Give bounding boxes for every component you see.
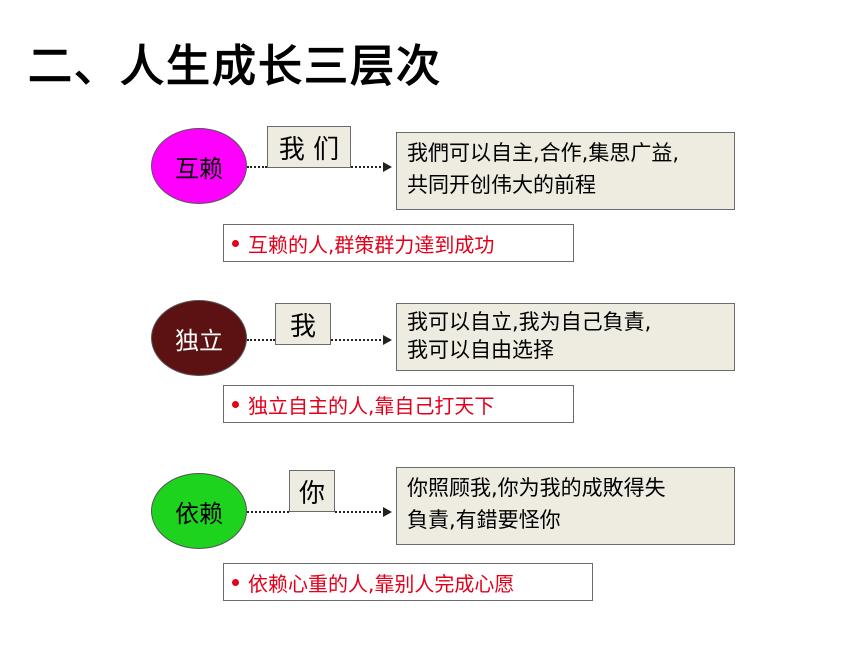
dotted-arrow-line [351, 166, 385, 168]
bullet-text: 独立自主的人,靠自己打天下 [248, 393, 495, 418]
dotted-connector [247, 511, 289, 513]
bullet-dot [232, 239, 239, 247]
bullet-box: 互赖的人,群策群力達到成功 [223, 224, 574, 262]
circle-label: 依赖 [175, 499, 223, 528]
dotted-arrow-line [331, 339, 385, 341]
tag-me: 我 [275, 303, 331, 345]
tag-we: 我 们 [267, 126, 351, 168]
dotted-arrow-line [335, 511, 385, 513]
description-box: 我們可以自主,合作,集思广益, 共同开创伟大的前程 [396, 132, 735, 210]
description-line: 我可以自由选择 [407, 338, 554, 362]
description-line: 負責,有錯要怪你 [407, 508, 561, 532]
bullet-box: 依赖心重的人,靠别人完成心愿 [223, 563, 593, 601]
circle-label: 独立 [175, 326, 223, 355]
bullet-dot [232, 400, 239, 408]
description-box: 我可以自立,我为自己負責, 我可以自由选择 [396, 303, 735, 371]
tag-you: 你 [289, 470, 335, 512]
circle-label: 互赖 [175, 154, 223, 183]
page-title: 二、人生成长三层次 [28, 41, 442, 92]
circle-interdependence: 互赖 [151, 128, 247, 204]
circle-independence: 独立 [151, 300, 247, 376]
dotted-connector [247, 166, 267, 168]
description-line: 你照顾我,你为我的成敗得失 [407, 476, 666, 500]
bullet-text: 互赖的人,群策群力達到成功 [248, 232, 495, 257]
bullet-text: 依赖心重的人,靠别人完成心愿 [248, 571, 515, 596]
arrowhead [383, 162, 392, 172]
description-line: 我可以自立,我为自己負責, [407, 310, 652, 334]
description-line: 我們可以自主,合作,集思广益, [407, 141, 680, 165]
arrowhead [383, 507, 392, 517]
arrowhead [383, 335, 392, 345]
description-line: 共同开创伟大的前程 [407, 173, 596, 197]
bullet-dot [232, 578, 239, 586]
bullet-box: 独立自主的人,靠自己打天下 [223, 385, 574, 423]
description-box: 你照顾我,你为我的成敗得失 負責,有錯要怪你 [396, 467, 735, 545]
circle-dependence: 依赖 [151, 473, 247, 549]
dotted-connector [247, 339, 275, 341]
